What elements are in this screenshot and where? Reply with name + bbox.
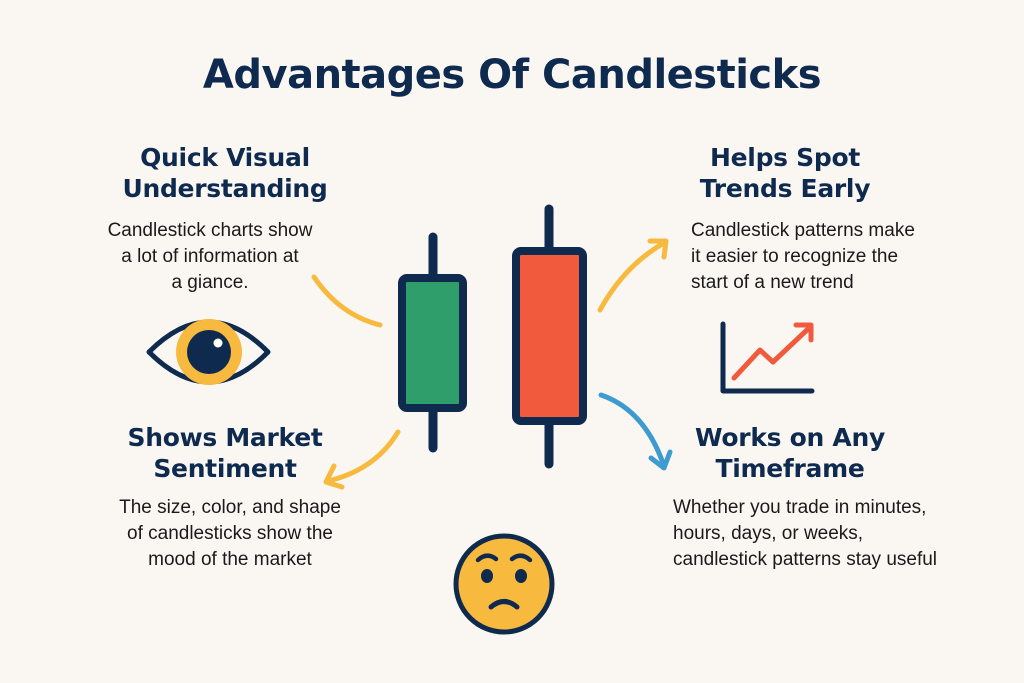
arrow-down-right-icon xyxy=(598,392,673,471)
body-line: of candlesticks show the xyxy=(127,523,333,544)
eye-icon xyxy=(146,319,271,385)
body-line: start of a new trend xyxy=(691,272,854,293)
trend-chart-icon xyxy=(720,321,815,394)
heading-line: Trends Early xyxy=(699,174,871,203)
page-title: Advantages Of Candlesticks xyxy=(202,52,822,98)
heading-line: Shows Market xyxy=(127,423,323,452)
body-line: mood of the market xyxy=(148,549,312,570)
body-line: hours, days, or weeks, xyxy=(673,523,864,544)
heading-line: Understanding xyxy=(122,174,328,203)
body-line: it easier to recognize the xyxy=(691,246,899,267)
heading-line: Helps Spot xyxy=(710,143,860,172)
heading-line: Sentiment xyxy=(153,454,297,483)
body-line: Candlestick patterns make xyxy=(691,220,915,241)
heading-quick-visual: Quick Visual Understanding xyxy=(80,142,370,204)
arrow-up-right-icon xyxy=(597,238,669,313)
body-market-sentiment: The size, color, and shape of candlestic… xyxy=(95,495,365,573)
worried-face-icon xyxy=(453,533,555,635)
heading-line: Works on Any xyxy=(695,423,885,452)
heading-market-sentiment: Shows Market Sentiment xyxy=(95,422,355,484)
body-quick-visual: Candlestick charts show a lot of informa… xyxy=(75,218,345,296)
body-line: Candlestick charts show xyxy=(107,220,313,241)
heading-spot-trends: Helps Spot Trends Early xyxy=(660,142,910,204)
body-line: The size, color, and shape xyxy=(119,497,341,518)
arrow-down-left-icon xyxy=(323,429,401,490)
curve-connector-icon xyxy=(311,274,383,328)
heading-line: Quick Visual xyxy=(140,143,310,172)
body-line: candlestick patterns stay useful xyxy=(673,549,938,570)
bullish-candlestick-icon xyxy=(398,232,467,453)
heading-line: Timeframe xyxy=(715,454,865,483)
body-line: Whether you trade in minutes, xyxy=(673,497,927,518)
body-line: a giance. xyxy=(171,272,249,293)
body-any-timeframe: Whether you trade in minutes, hours, day… xyxy=(673,495,1013,573)
body-spot-trends: Candlestick patterns make it easier to r… xyxy=(691,218,981,296)
body-line: a lot of information at xyxy=(121,246,299,267)
bearish-candlestick-icon xyxy=(512,204,587,469)
heading-any-timeframe: Works on Any Timeframe xyxy=(680,422,900,484)
